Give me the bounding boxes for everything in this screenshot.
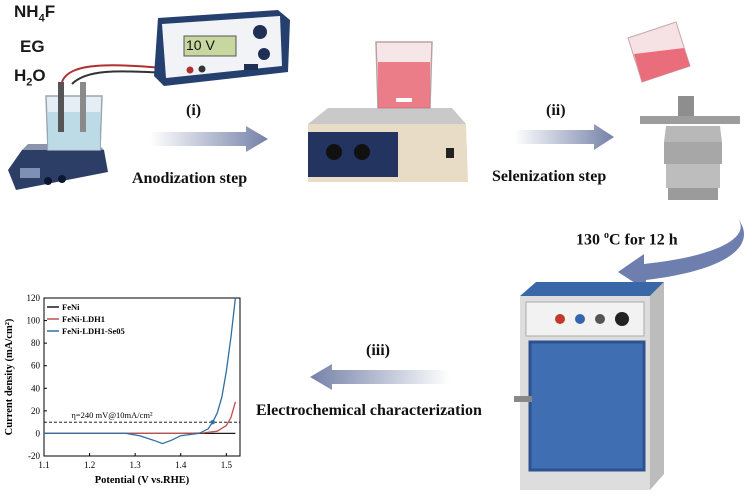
step-iii-number: (iii) — [366, 342, 390, 359]
step-ii-number: (ii) — [546, 102, 566, 119]
step-iii-label: Electrochemical characterization — [256, 402, 482, 419]
y-tick-label: 100 — [27, 316, 41, 326]
y-tick-label: 0 — [36, 428, 41, 438]
stirrer-with-solution-illustration — [308, 41, 468, 182]
y-tick-label: 20 — [31, 406, 41, 416]
step-ii-label: Selenization step — [492, 168, 607, 185]
y-axis-label: Current density (mA/cm²) — [4, 318, 15, 435]
step-iii-arrow — [310, 364, 450, 390]
series-line-2 — [44, 297, 237, 445]
x-tick-label: 1.3 — [130, 460, 142, 470]
overpotential-marker — [210, 419, 215, 425]
y-tick-label: 60 — [31, 361, 41, 371]
oven-illustration — [514, 282, 664, 490]
legend-entry-0: FeNi — [62, 302, 80, 312]
y-tick-label: 120 — [27, 293, 41, 303]
reagent-h2o-label: H2O — [14, 66, 46, 89]
step-ii-arrow — [514, 124, 614, 150]
anodization-setup-illustration — [8, 64, 197, 190]
legend-entry-1: FeNi-LDH1 — [62, 314, 105, 324]
plot-frame — [43, 297, 241, 457]
series-line-1 — [44, 401, 237, 435]
y-tick-label: 80 — [31, 338, 41, 348]
lsv-polarization-chart: 1.1 1.2 1.3 1.4 1.5 -20 0 20 40 60 80 100 120 FeNiFe… — [4, 293, 241, 486]
power-supply-illustration — [154, 10, 290, 86]
x-axis-label: Potential (V vs.RHE) — [95, 475, 190, 486]
legend-entry-2: FeNi-LDH1-Se05 — [62, 326, 125, 336]
oven-condition-label: 130 oC for 12 h — [576, 230, 678, 249]
reagent-nh4f-label: NH4F — [14, 2, 56, 25]
y-tick-label: -20 — [28, 451, 40, 461]
reagent-eg-label: EG — [20, 37, 45, 56]
overpotential-annotation: η=240 mV@10mA/cm² — [71, 410, 153, 420]
step-i-number: (i) — [186, 102, 202, 119]
autoclave-illustration — [627, 21, 740, 200]
y-tick-label: 40 — [31, 383, 41, 393]
x-tick-label: 1.5 — [221, 460, 233, 470]
power-display-readout: 10 V — [186, 37, 215, 53]
step-i-arrow — [150, 126, 268, 152]
x-tick-label: 1.2 — [84, 460, 95, 470]
curved-arrow-to-oven — [618, 216, 744, 290]
x-tick-label: 1.1 — [38, 460, 49, 470]
step-i-label: Anodization step — [132, 170, 248, 187]
x-tick-label: 1.4 — [175, 460, 187, 470]
